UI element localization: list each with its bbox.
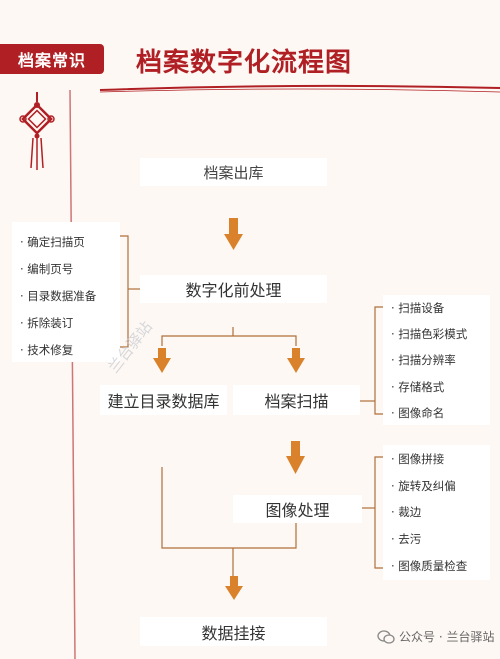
list-item: · 裁边	[391, 505, 422, 519]
image-processing-list: · 图像拼接 · 旋转及纠偏 · 裁边 · 去污 · 图像质量检查	[383, 445, 490, 580]
step-image-processing: 图像处理	[233, 495, 362, 523]
chinese-knot-icon	[19, 92, 55, 170]
list-item: · 去污	[391, 532, 422, 546]
list-item: · 扫描设备	[391, 301, 445, 315]
list-item: · 旋转及纠偏	[391, 479, 456, 493]
page-title: 档案数字化流程图	[136, 48, 353, 78]
scan-settings-list: · 扫描设备 · 扫描色彩模式 · 扫描分辨率 · 存储格式 · 图像命名	[383, 295, 490, 425]
list-item: · 图像拼接	[391, 452, 445, 466]
list-item: · 拆除装订	[20, 316, 74, 330]
footer-credit: 公众号 · 兰台驿站	[377, 628, 494, 645]
step-data-mount: 数据挂接	[140, 617, 327, 646]
pre-processing-list: · 确定扫描页 · 编制页号 · 目录数据准备 · 拆除装订 · 技术修复	[12, 222, 120, 362]
wechat-icon	[377, 629, 395, 644]
list-item: · 图像命名	[391, 406, 445, 420]
list-item: · 确定扫描页	[20, 235, 85, 249]
list-item: · 存储格式	[391, 380, 445, 394]
list-item: · 扫描色彩模式	[391, 327, 468, 341]
footer-text: 公众号 · 兰台驿站	[399, 630, 495, 644]
step-checkout: 档案出库	[140, 158, 327, 186]
list-item: · 技术修复	[20, 343, 74, 357]
section-badge: 档案常识	[0, 44, 104, 74]
list-item: · 目录数据准备	[20, 289, 97, 303]
list-item: · 扫描分辨率	[391, 353, 456, 367]
step-catalog-database: 建立目录数据库	[100, 385, 227, 415]
list-item: · 图像质量检查	[391, 559, 468, 573]
step-pre-processing: 数字化前处理	[140, 275, 327, 303]
list-item: · 编制页号	[20, 262, 74, 276]
step-archive-scan: 档案扫描	[233, 385, 360, 415]
